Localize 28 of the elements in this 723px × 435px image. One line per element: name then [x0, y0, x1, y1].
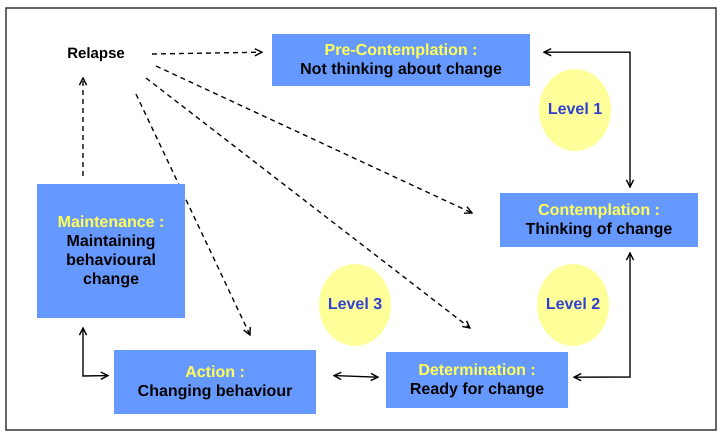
stage-description: Thinking of change: [526, 220, 672, 240]
arrow: [573, 252, 634, 382]
arrow: [543, 48, 634, 188]
stage-heading: Pre-Contemplation :: [324, 40, 478, 60]
stage-description: Not thinking about change: [300, 60, 502, 80]
stage-description: Maintaining behavioural change: [65, 232, 157, 290]
arrow: [333, 372, 379, 382]
stage-box: [37, 184, 185, 318]
stage-description: Ready for change: [410, 380, 544, 400]
stage-box: [272, 34, 530, 86]
dashed-arrow: [152, 48, 263, 57]
stage-heading: Action :: [185, 362, 245, 382]
stage-box: [500, 193, 698, 247]
dashed-arrow: [78, 77, 88, 176]
level-label: Level 2: [546, 295, 600, 315]
level-label: Level 3: [328, 295, 382, 315]
stage-heading: Maintenance :: [58, 212, 164, 232]
stage-description: Changing behaviour: [138, 382, 292, 402]
stage-box: [114, 350, 316, 414]
stage-heading: Contemplation :: [538, 200, 660, 220]
stage-box: [386, 352, 568, 408]
dashed-arrow: [135, 94, 251, 336]
arrow: [78, 327, 109, 380]
level-label: Level 1: [548, 100, 602, 120]
stage-label: Relapse: [67, 45, 125, 63]
dashed-arrow: [146, 77, 471, 329]
dashed-arrow: [156, 65, 473, 214]
stage-heading: Determination :: [418, 360, 536, 380]
